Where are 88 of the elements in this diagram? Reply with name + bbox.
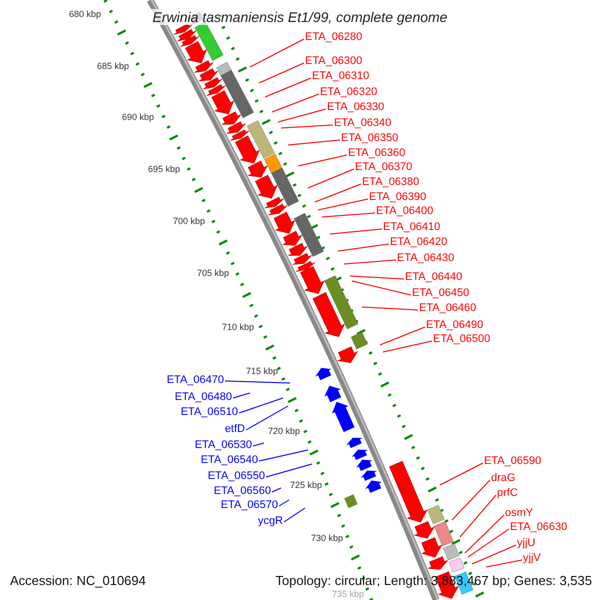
position-label: 705 kbp — [196, 268, 230, 278]
gene-label: prfC — [497, 487, 518, 500]
leader-line — [362, 306, 418, 310]
leader-line — [272, 488, 282, 492]
gene-label: ETA_06390 — [369, 191, 426, 204]
leader-line — [308, 168, 354, 188]
position-label: 725 kbp — [290, 480, 322, 490]
leader-line — [252, 442, 264, 446]
leader-line — [460, 494, 496, 538]
gene-label: ETA_06340 — [334, 117, 392, 130]
gene-label: ETA_06530 — [194, 439, 252, 452]
gene-label: ycgR — [258, 515, 283, 528]
gene-label: ETA_06460 — [419, 302, 476, 315]
gene-label: ETA_06400 — [376, 205, 434, 218]
leader-line — [472, 544, 516, 564]
position-label: 710 kbp — [222, 322, 254, 332]
gene-label: ETA_06450 — [412, 287, 470, 300]
leader-line — [344, 260, 396, 264]
gene-label: osmY — [505, 507, 534, 520]
gene-label: ETA_06330 — [327, 101, 384, 114]
gene-label: draG — [491, 472, 516, 485]
position-label: 685 kbp — [96, 61, 130, 71]
leader-line — [338, 244, 390, 252]
gene-label: ETA_06480 — [174, 391, 232, 404]
gene-label: ETA_06490 — [426, 319, 484, 332]
leader-line — [464, 514, 504, 554]
position-label: 700 kbp — [172, 216, 206, 226]
position-label: 695 kbp — [148, 164, 180, 174]
leader-line — [250, 38, 304, 68]
gene-label: ETA_06320 — [320, 86, 378, 99]
gene-label: ETA_06630 — [510, 521, 568, 534]
gene-label: ETA_06300 — [305, 55, 362, 68]
leader-line — [266, 464, 312, 478]
gene-label: ETA_06420 — [390, 236, 448, 249]
gene-label: ETA_06560 — [214, 485, 271, 498]
position-label: 720 kbp — [268, 426, 300, 436]
leader-line — [232, 392, 250, 398]
gene-label: ETA_06570 — [220, 499, 278, 512]
leader-line — [284, 508, 306, 522]
gene-label: ETA_06280 — [305, 31, 362, 44]
gene-label: ETA_06380 — [362, 176, 420, 189]
leader-line — [258, 450, 308, 462]
leader-line — [298, 154, 348, 166]
gene-label: ETA_06440 — [405, 271, 462, 284]
leader-line — [278, 108, 326, 122]
leader-line — [318, 198, 368, 210]
leader-line — [486, 560, 522, 568]
gene-label: ETA_06550 — [208, 470, 265, 483]
leader-line — [264, 78, 312, 98]
leader-line — [288, 140, 340, 146]
leader-line — [382, 340, 432, 352]
leader-line — [238, 398, 284, 414]
leader-line — [468, 528, 510, 558]
gene-label: ETA_06310 — [312, 70, 370, 83]
leader-line — [322, 212, 376, 218]
gene-label: yjjV — [523, 552, 541, 565]
gene-label: etfD — [224, 423, 245, 436]
position-label: 690 kbp — [122, 112, 154, 122]
gene-label: ETA_06410 — [383, 221, 440, 234]
leader-line — [440, 462, 484, 486]
info-text: Accession: NC_010694 — [10, 574, 146, 587]
gene-label: ETA_06540 — [200, 454, 258, 467]
leader-line — [272, 94, 320, 112]
leader-line — [224, 380, 290, 384]
gene-label: ETA_06350 — [341, 132, 398, 145]
leader-line — [246, 406, 288, 430]
info-text: Topology: circular; Length: 3,883,467 bp; Genes: 3,535 — [275, 574, 592, 587]
gene-label: ETA_06470 — [166, 374, 224, 387]
gene-label: ETA_06430 — [397, 252, 454, 265]
leader-line — [350, 276, 404, 280]
leader-line — [380, 326, 426, 346]
gene-label: ETA_06370 — [355, 161, 412, 174]
leader-line — [452, 480, 490, 520]
leader-line — [352, 280, 412, 296]
gene-label: ETA_06360 — [348, 147, 406, 160]
leader-line — [278, 500, 290, 506]
gene-label: yjjU — [517, 537, 536, 550]
position-label: 715 kbp — [246, 366, 278, 376]
position-label: 735 kbp — [332, 589, 364, 599]
gene-label: ETA_06590 — [484, 455, 542, 468]
leader-line — [314, 184, 362, 202]
gene-label: ETA_06500 — [433, 333, 490, 346]
position-label: 730 kbp — [310, 533, 344, 543]
leader-line — [330, 228, 382, 234]
position-label: 680 kbp — [68, 9, 102, 19]
leader-line — [258, 62, 304, 84]
gene-label: ETA_06510 — [180, 406, 238, 419]
leader-line — [280, 124, 334, 128]
